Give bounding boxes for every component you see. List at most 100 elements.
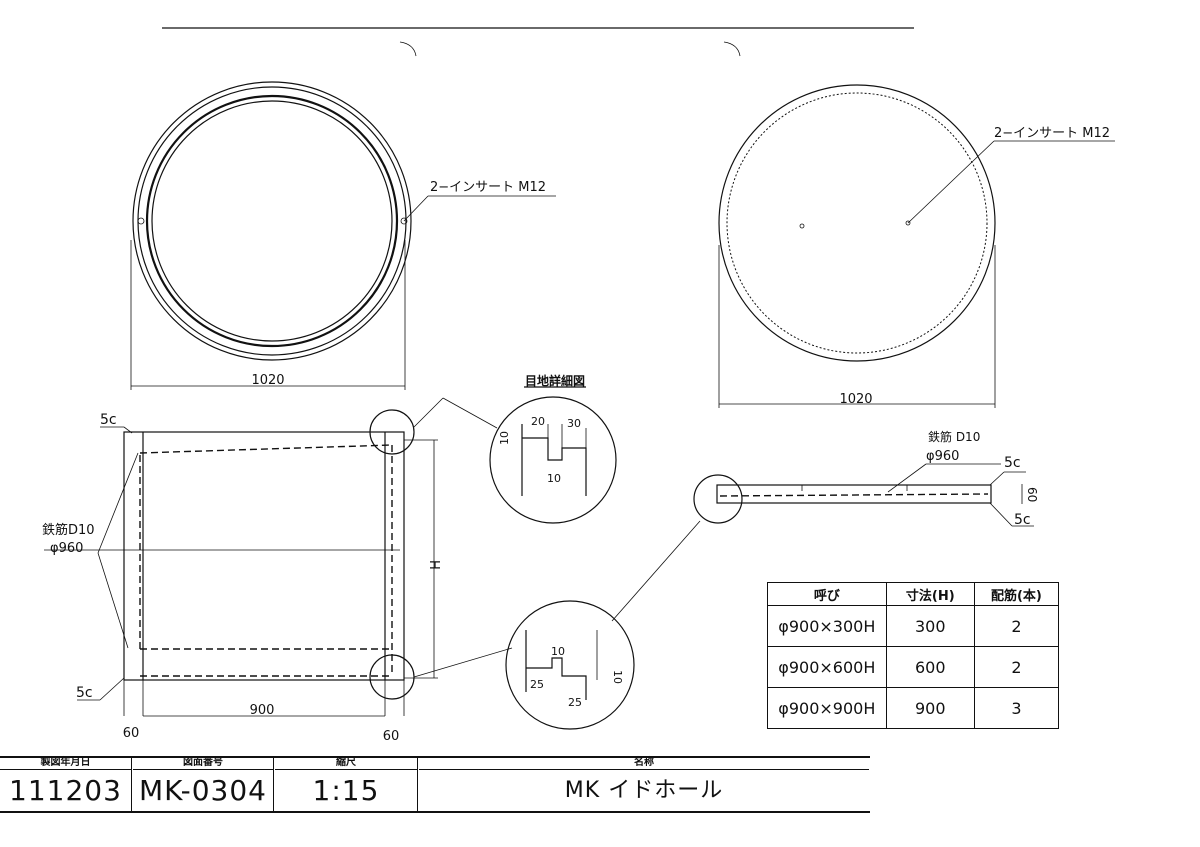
cell-height: 300 xyxy=(885,605,975,647)
dim-1020-right: 1020 xyxy=(839,392,872,407)
table-row: φ900×900H 900 3 xyxy=(767,687,1060,729)
dim-c: 10 xyxy=(498,431,511,445)
date-value: 111203 xyxy=(9,774,122,807)
drawing-no-label: 図面番号 xyxy=(133,756,273,770)
header-rebar: 配筋(本) xyxy=(973,582,1060,606)
joint-detail-title: 目地詳細図 xyxy=(525,373,585,388)
detail-circle-top xyxy=(489,396,617,524)
height-label: H xyxy=(426,560,441,570)
slab-rebar-dia: φ960 xyxy=(926,449,959,464)
dim-a: 10 xyxy=(551,645,565,658)
spec-table-header: 呼び 寸法(H) 配筋(本) xyxy=(767,582,1060,606)
slab-chamfer-bottom: 5c xyxy=(1014,512,1031,528)
chamfer-top: 5c xyxy=(100,412,117,428)
joint-profile-bottom xyxy=(525,630,587,700)
detail-link-slab xyxy=(611,520,701,622)
inner-dotted-circle xyxy=(726,92,988,354)
outer-circle xyxy=(718,84,996,362)
title-block-top-line xyxy=(0,756,870,758)
scale-value: 1:15 xyxy=(312,774,380,807)
cell-rebar: 2 xyxy=(973,646,1060,688)
slab-chamfer-top: 5c xyxy=(1004,455,1021,471)
outer-circle-2 xyxy=(137,86,407,356)
date-cell: 製図年月日 111203 xyxy=(0,756,132,812)
scale-label: 縮尺 xyxy=(275,756,417,770)
dim-d: 10 xyxy=(547,472,561,485)
detail-circle-bottom xyxy=(505,600,635,730)
cell-height: 600 xyxy=(885,646,975,688)
outer-body xyxy=(123,431,405,681)
insert-label: 2−インサート M12 xyxy=(994,126,1110,141)
inner-circle-2 xyxy=(151,100,393,342)
chamfer-bottom-leader-2 xyxy=(99,677,125,701)
cell-call: φ900×300H xyxy=(767,605,887,647)
drawing-no-value: MK-0304 xyxy=(139,774,267,807)
detail-link-bottom xyxy=(413,647,513,678)
wall-left: 60 xyxy=(123,726,140,741)
slab-thickness: 60 xyxy=(1025,487,1039,502)
cell-height: 900 xyxy=(885,687,975,729)
chamfer-top-leader-2 xyxy=(123,426,133,434)
rebar-leader-a xyxy=(97,452,139,554)
name-cell: 名称 MK イドホール xyxy=(419,756,869,812)
cell-call: φ900×900H xyxy=(767,687,887,729)
dim-d: 10 xyxy=(611,670,624,684)
section-view: 鉄筋D10 φ960 5c 5c H 900 60 60 xyxy=(42,397,513,744)
rebar-label: 鉄筋D10 xyxy=(42,522,95,538)
header-call: 呼び xyxy=(767,582,887,606)
cell-call: φ900×600H xyxy=(767,646,887,688)
slab-chamfer-top-leader xyxy=(989,471,1005,486)
hole-mark-left xyxy=(399,41,417,57)
inner-circle xyxy=(145,94,399,348)
rebar-dia: φ960 xyxy=(50,541,83,556)
plan-view-right: 2−インサート M12 1020 xyxy=(718,84,1115,408)
spec-table: 呼び 寸法(H) 配筋(本) φ900×300H 300 2 φ900×600H… xyxy=(767,582,1060,729)
name-value: MK イドホール xyxy=(564,778,724,803)
chamfer-bottom: 5c xyxy=(76,685,93,701)
insert-label: 2−インサート M12 xyxy=(430,180,546,195)
slab-rebar-leader xyxy=(887,463,927,493)
cell-rebar: 2 xyxy=(973,605,1060,647)
dim-b: 30 xyxy=(567,417,581,430)
insert-leader xyxy=(403,195,429,222)
hole-mark-right xyxy=(723,41,741,57)
dim-a: 20 xyxy=(531,415,545,428)
rebar-leader-b xyxy=(97,552,129,649)
insert-hole-b xyxy=(905,220,911,226)
joint-detail-bottom: 10 25 25 10 xyxy=(505,520,701,730)
insert-hole-a xyxy=(799,223,805,229)
dim-b: 25 xyxy=(530,678,544,691)
slab-rebar-label: 鉄筋 D10 xyxy=(928,429,980,444)
insert-leader xyxy=(907,140,995,224)
detail-link-top-2 xyxy=(442,397,498,429)
wall-right: 60 xyxy=(383,729,400,744)
detail-marker-bottom xyxy=(369,654,415,700)
title-block-bottom-line xyxy=(0,811,870,813)
scale-cell: 縮尺 1:15 xyxy=(275,756,418,812)
slab-body xyxy=(716,484,992,504)
header-height: 寸法(H) xyxy=(885,582,975,606)
date-label: 製図年月日 xyxy=(0,756,131,770)
insert-hole-left xyxy=(137,217,145,225)
rebar-top xyxy=(139,444,393,454)
title-block: 製図年月日 111203 図面番号 MK-0304 縮尺 1:15 名称 MK … xyxy=(0,756,870,813)
inner-width: 900 xyxy=(250,703,275,718)
slab-rebar xyxy=(719,493,989,497)
table-row: φ900×600H 600 2 xyxy=(767,646,1060,688)
slab-detail-marker xyxy=(693,474,743,524)
joint-detail-top: 目地詳細図 20 30 10 10 xyxy=(489,373,617,524)
cell-rebar: 3 xyxy=(973,687,1060,729)
detail-marker-top xyxy=(369,409,415,455)
dim-c: 25 xyxy=(568,696,582,709)
insert-hole-right xyxy=(400,217,408,225)
slab-chamfer-bottom-leader xyxy=(989,502,1013,527)
plan-view-left: 2−インサート M12 1020 xyxy=(130,81,556,390)
dim-1020-left: 1020 xyxy=(251,373,284,388)
slab-section: 鉄筋 D10 φ960 5c 5c 60 xyxy=(693,429,1039,528)
joint-profile-top xyxy=(521,424,587,496)
name-label: 名称 xyxy=(419,756,869,770)
detail-link-top xyxy=(413,397,444,428)
drawing-no-cell: 図面番号 MK-0304 xyxy=(133,756,274,812)
outer-circle xyxy=(132,81,412,361)
